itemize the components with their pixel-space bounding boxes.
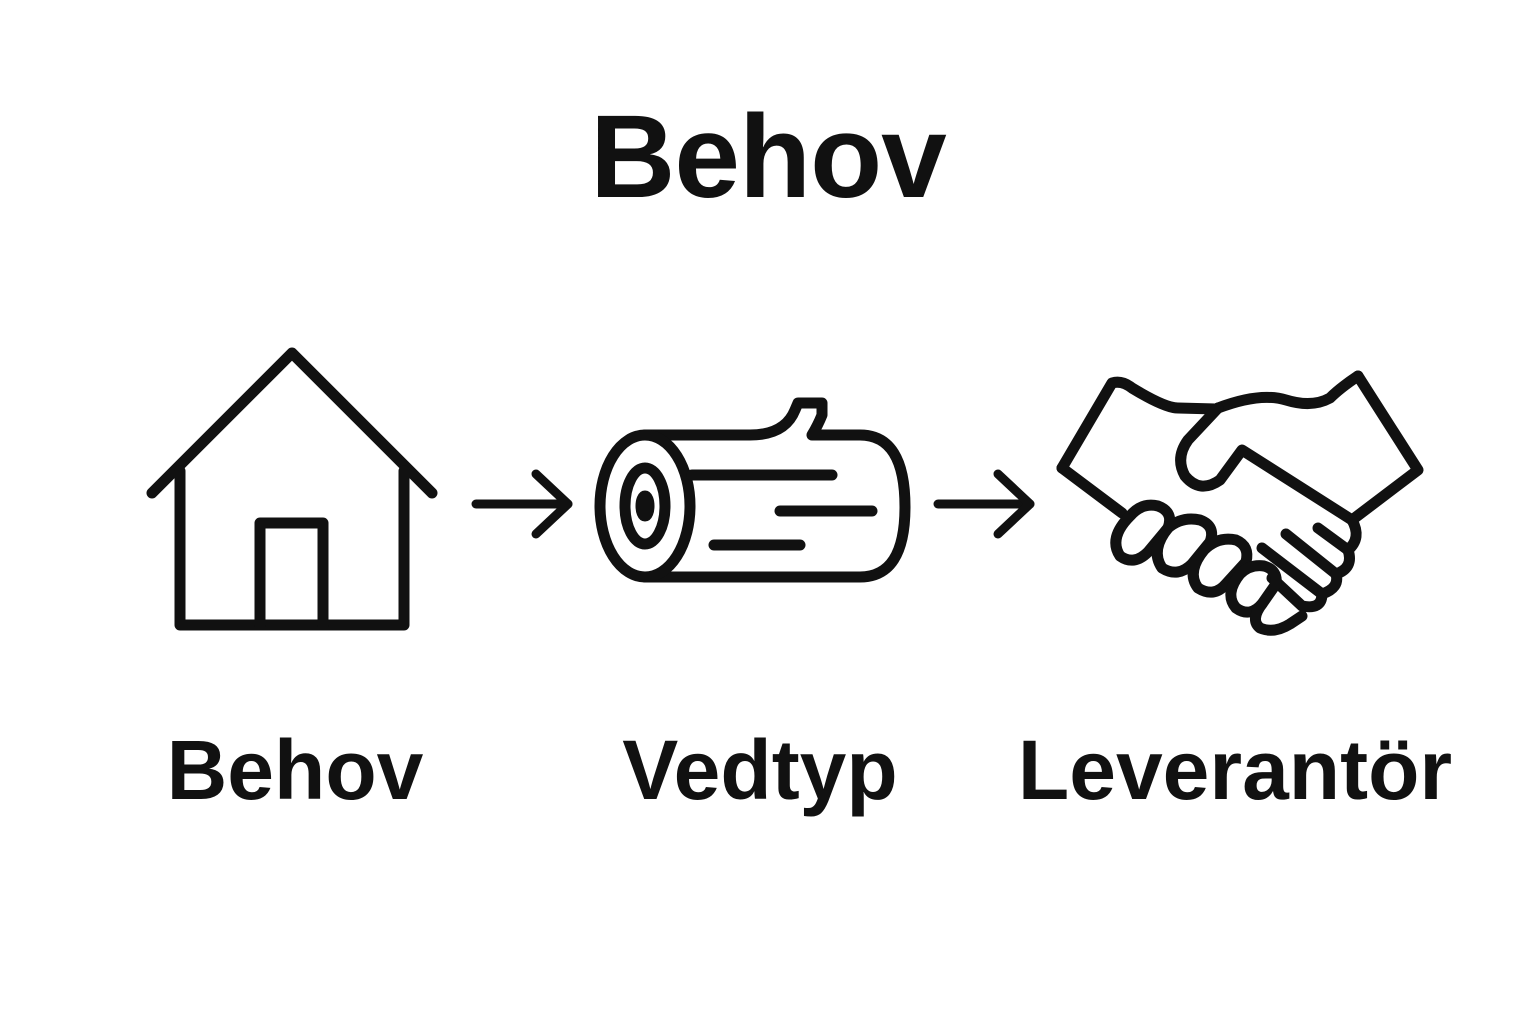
log-icon <box>590 395 920 590</box>
step-label-behov: Behov <box>166 723 424 817</box>
arrow-right-icon <box>930 468 1040 540</box>
diagram-title: Behov <box>590 91 947 223</box>
step-label-vedtyp: Vedtyp <box>622 723 898 817</box>
handshake-icon <box>1050 368 1430 648</box>
arrow-right-icon <box>468 468 578 540</box>
step-label-leverantor: Leverantör <box>1017 723 1453 817</box>
house-icon <box>140 345 450 635</box>
